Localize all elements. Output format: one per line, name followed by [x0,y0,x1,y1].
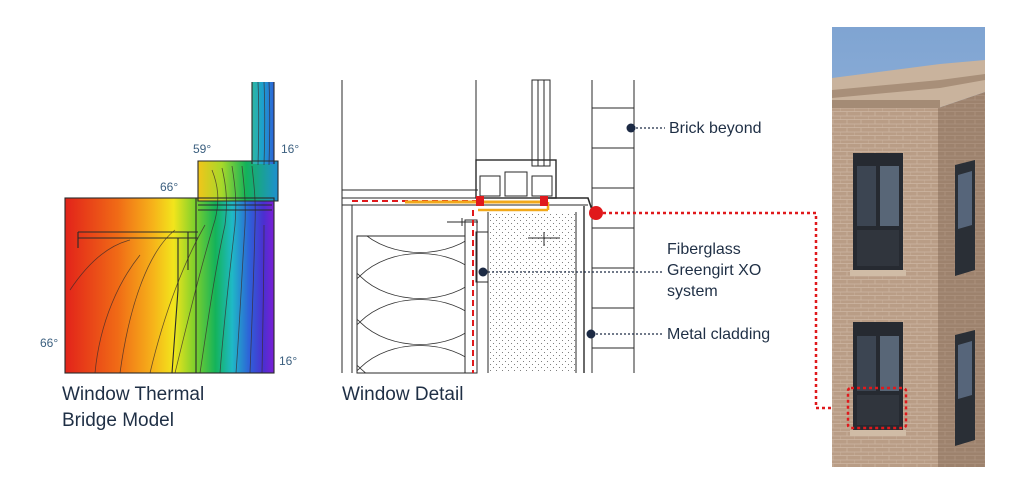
window-detail-caption: Window Detail [342,384,464,405]
temp-exterior-bottom: 16° [279,354,298,368]
callout-greengirt-line3: system [667,283,718,300]
thermal-caption: Window Thermal Bridge Model [62,382,204,434]
callout-metal-cladding: Metal cladding [667,326,771,343]
callout-greengirt: Fiberglass Greengirt XO system [667,239,761,302]
temp-interior-left: 66° [40,336,59,350]
temp-exterior-top: 16° [281,142,300,156]
callout-greengirt-line1: Fiberglass [667,241,741,258]
thermal-caption-line1: Window Thermal [62,384,205,405]
thermal-caption-line2: Bridge Model [62,410,174,431]
temp-sill-top: 66° [160,180,179,194]
window-upper-front [850,153,906,276]
callout-greengirt-line2: Greengirt XO [667,262,762,279]
callout-brick-beyond: Brick beyond [669,120,762,137]
highlight-dot [589,206,603,220]
window-lower-front [850,322,906,436]
temp-frame-top: 59° [193,142,212,156]
